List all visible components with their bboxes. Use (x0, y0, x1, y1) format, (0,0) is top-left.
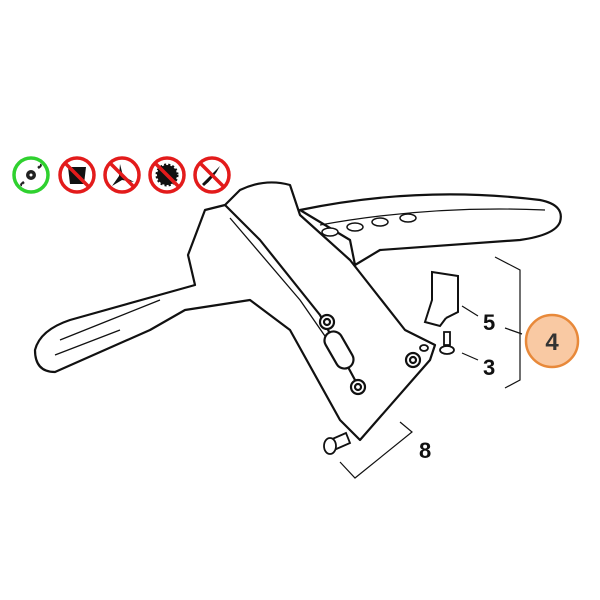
saw-blade-icon (148, 156, 186, 194)
callout-4[interactable]: 4 (524, 313, 580, 369)
callout-label: 4 (545, 329, 559, 356)
tool-compatibility-icons (12, 156, 231, 194)
screw-main-part (323, 431, 352, 455)
grass-blade-3-tooth-icon (103, 156, 141, 194)
trimmer-head-icon (12, 156, 50, 194)
leader-lines (339, 256, 523, 479)
part-label-5: 5 (483, 310, 495, 335)
screw-small-part (419, 331, 455, 355)
brush-knife-icon (193, 156, 231, 194)
deflector-guard (33, 181, 562, 442)
part-label-8: 8 (419, 438, 431, 463)
part-label-3: 3 (483, 355, 495, 380)
grass-blade-4-tooth-icon (58, 156, 96, 194)
bracket-part (423, 270, 459, 328)
